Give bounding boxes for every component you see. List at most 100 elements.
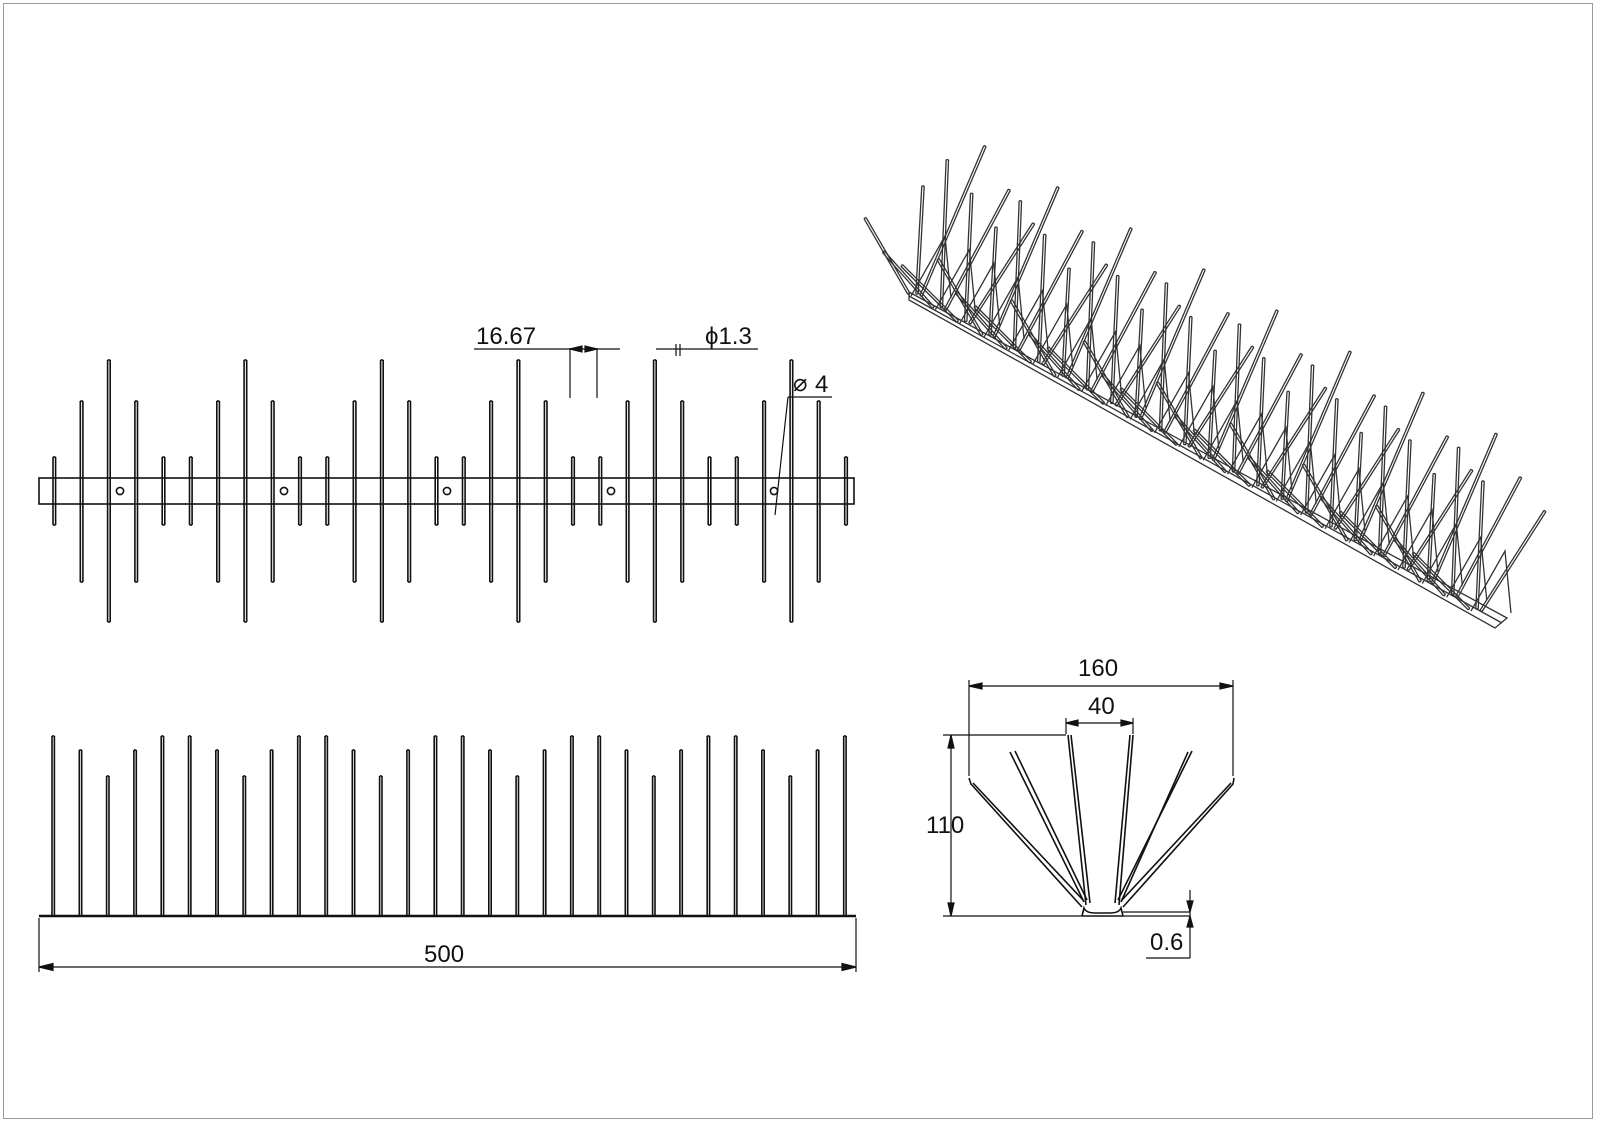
iso-spike [1265, 469, 1325, 529]
iso-spike [1046, 346, 1106, 405]
end-dimensions [943, 680, 1234, 959]
iso-spike [1187, 345, 1255, 448]
iso-strut [1032, 302, 1074, 367]
iso-spike [1353, 431, 1364, 542]
iso-spike [1256, 357, 1266, 487]
iso-strut [1324, 466, 1366, 531]
iso-strut [1446, 535, 1488, 600]
length-dimension [38, 918, 857, 972]
mounting-hole [606, 486, 616, 496]
iso-strut [934, 247, 976, 312]
iso-spike [1333, 427, 1401, 531]
iso-strut [1373, 494, 1415, 559]
iso-spike [1475, 480, 1485, 610]
iso-spike [1182, 315, 1193, 446]
iso-spike [1450, 446, 1461, 597]
inner-left-prong [1067, 734, 1087, 906]
iso-strut [1105, 343, 1147, 408]
iso-spike [881, 250, 935, 309]
base-strip [38, 477, 855, 505]
iso-strut [959, 261, 1001, 326]
hole-diameter-symbol: ⌀ [793, 370, 807, 397]
iso-spike [1012, 200, 1023, 350]
iso-spike [1134, 308, 1144, 418]
iso-spike [1109, 274, 1120, 405]
iso-spike [963, 192, 974, 323]
wire-diameter-dimension [656, 344, 758, 356]
width-label: 160 [1078, 655, 1118, 682]
iso-spike [1158, 282, 1169, 432]
iso-spike [915, 185, 925, 295]
iso-spike [1041, 263, 1109, 366]
top-view [38, 344, 855, 623]
outer-right-prong [1122, 777, 1235, 908]
iso-strut [1300, 453, 1342, 518]
isometric-view [863, 144, 1547, 629]
iso-strut [1178, 384, 1220, 449]
end-base [1081, 905, 1124, 917]
pitch-dimension [474, 345, 620, 398]
mounting-hole [279, 486, 289, 496]
iso-spike [1280, 390, 1291, 501]
iso-spike [1329, 398, 1339, 528]
inner-right-prong [1118, 734, 1134, 906]
iso-strut [1397, 507, 1439, 572]
drawing-frame [3, 3, 1593, 1119]
iso-strut [1007, 288, 1050, 353]
iso-spike [919, 144, 987, 298]
pitch-label: 16.67 [476, 323, 536, 350]
iso-spike [1114, 304, 1182, 407]
middle-left-prong [1009, 751, 1085, 903]
iso-spike [1247, 455, 1300, 515]
iso-spike [1377, 405, 1388, 555]
iso-spike [1101, 373, 1154, 433]
iso-spike [1455, 476, 1523, 599]
front-view [38, 735, 857, 972]
iso-spike [1231, 323, 1242, 473]
iso-spike [1207, 349, 1218, 460]
iso-spike [1211, 309, 1279, 462]
thickness-label: 0.6 [1150, 929, 1183, 956]
iso-spike [955, 291, 1008, 351]
iso-spike [1402, 439, 1412, 569]
wire-diameter-label: ϕ1.3 [705, 323, 752, 350]
mounting-hole [769, 486, 779, 496]
length-label: 500 [424, 941, 464, 968]
iso-spike [988, 226, 998, 336]
iso-strut [1226, 411, 1269, 477]
iso-spike [1028, 332, 1081, 392]
iso-strut [1470, 548, 1512, 614]
mounting-hole [442, 486, 452, 496]
iso-spike [1284, 350, 1352, 503]
iso-spike [968, 222, 1036, 325]
iso-spike [863, 216, 911, 296]
iso-spike [1174, 414, 1227, 474]
iso-spike [1393, 538, 1447, 597]
iso-spike [992, 186, 1060, 339]
iso-spike [1411, 551, 1471, 611]
iso-spike [1338, 510, 1398, 570]
iso-spike [1119, 387, 1179, 446]
iso-spike [973, 305, 1033, 364]
iso-strut [1080, 329, 1123, 394]
outer-left-prong [968, 777, 1083, 908]
iso-spike [1192, 428, 1252, 488]
iso-spike [1065, 227, 1133, 380]
iso-strut [1251, 425, 1293, 490]
iso-spike [1430, 432, 1499, 585]
mounting-holes [115, 486, 779, 496]
hole-diameter-leader [774, 396, 832, 516]
iso-spike [1061, 267, 1071, 377]
height-label: 110 [926, 812, 964, 839]
iso-spike [1304, 364, 1315, 514]
front-view-spikes [51, 735, 847, 915]
iso-spike [939, 158, 950, 309]
iso-spike [1426, 472, 1437, 583]
iso-spike [1085, 241, 1096, 391]
iso-spike [900, 264, 960, 323]
base-width-label: 40 [1088, 693, 1115, 720]
iso-strut [1153, 370, 1196, 436]
end-view [943, 680, 1235, 959]
mounting-hole [115, 486, 125, 496]
